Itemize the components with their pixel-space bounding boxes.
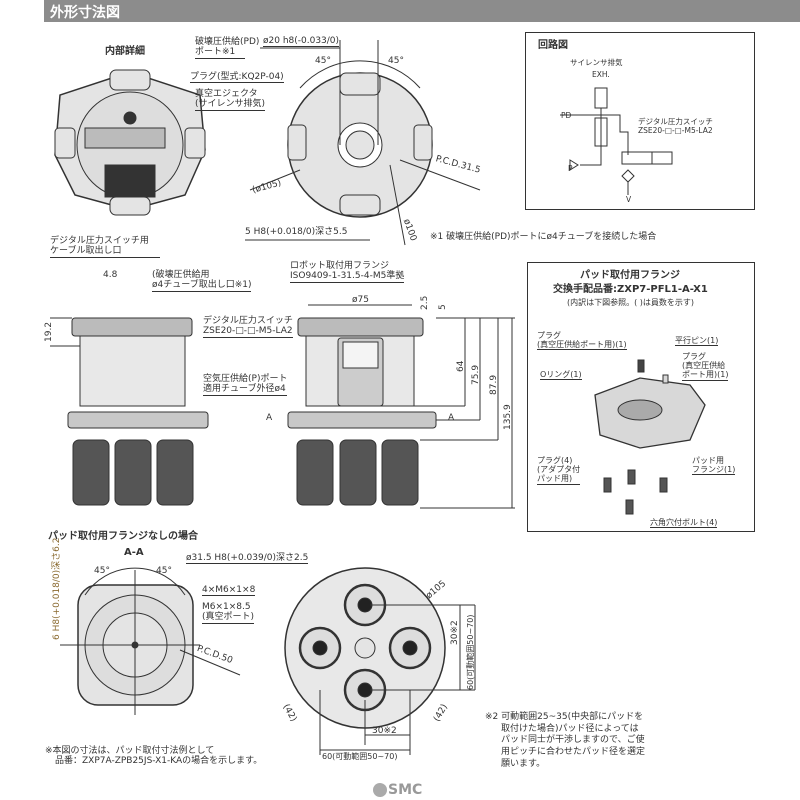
pin-hole-dimension-aa: 6 H8(+0.018/0)深さ6.2 <box>52 537 62 640</box>
angle-label: 45° <box>388 56 404 66</box>
bore-dimension: ø31.5 H8(+0.039/0)深さ2.5 <box>186 553 309 565</box>
p-port-label: 空気圧供給(P)ポート適用チューブ外径ø4 <box>203 374 288 396</box>
range-horizontal: 60(可動範囲50~70) <box>322 752 398 761</box>
pad-flange-label: パッド用フランジ(1) <box>692 456 736 476</box>
plug-vacuum-label: プラグ(真空圧供給ポート用)(1) <box>537 331 627 351</box>
ejector-label: 真空エジェクタ(サイレンサ排気) <box>195 89 266 111</box>
section-aa-label: A-A <box>124 547 144 558</box>
section-title: 外形寸法図 <box>50 5 120 21</box>
thread-label: 4×M6×1×8 <box>202 585 256 597</box>
oring-label: Oリング(1) <box>540 370 582 381</box>
note-1: ※1 破壊圧供給(PD)ポートにø4チューブを接続した場合 <box>430 232 657 242</box>
v-label: V <box>626 195 632 204</box>
angle-label: 45° <box>94 566 110 576</box>
p-label: P <box>568 164 573 173</box>
flange-kit-illustration <box>594 359 706 515</box>
plug-label: プラグ(型式:KQ2P-04) <box>190 72 284 84</box>
exh-label: EXH. <box>592 70 610 79</box>
plug-4-label: プラグ(4)(アダプタ付パッド用) <box>537 456 581 485</box>
dim-5: 5 <box>438 304 448 310</box>
smc-logo: SMC <box>388 782 423 798</box>
dim-4-8: 4.8 <box>103 270 118 280</box>
section-header: 外形寸法図 <box>44 0 800 22</box>
range-vertical: 60(可動範囲50~70) <box>466 614 475 690</box>
dim-135-9: 135.9 <box>503 404 513 430</box>
no-flange-title: パッド取付用フランジなしの場合 <box>48 531 198 542</box>
internal-detail-title: 内部詳細 <box>105 46 145 57</box>
dim-64: 64 <box>456 360 466 372</box>
flange-kit-part-number: 交換手配品番:ZXP7-PFL1-A-X1 <box>553 284 708 295</box>
dim-87-9: 87.9 <box>489 374 499 395</box>
flange-kit-note: (内訳は下図参照。( )は員数を示す) <box>567 298 695 307</box>
pin-hole-dimension: 5 H8(+0.018/0)深さ5.5 <box>245 227 348 237</box>
note-2: ※2 可動範囲25~35(中央部にパッドを取付けた場合)パッド径によってはパッド… <box>485 712 646 769</box>
plug-vacuum-label-2: プラグ(真空圧供給ポート用)(1) <box>682 352 729 381</box>
top-view <box>245 40 481 246</box>
vacuum-port-thread-label: M6×1×8.5(真空ポート) <box>202 602 255 624</box>
section-aa-view <box>60 567 241 715</box>
pd-label: PD <box>561 111 572 120</box>
dim-2-5: 2.5 <box>420 295 430 310</box>
shaft-dimension: ø20 h8(-0.033/0) <box>263 36 340 48</box>
side-view-left <box>50 317 209 506</box>
angle-label: 45° <box>315 56 331 66</box>
bolt-label: 六角穴付ボルト(4) <box>650 518 718 529</box>
internal-detail-view <box>54 69 206 216</box>
bottom-note: ※本図の寸法は、パッド取付寸法例として品番：ZXP7A-ZPB25JS-X1-K… <box>45 746 263 767</box>
smc-logo-mark <box>373 783 387 797</box>
circuit-diagram-box <box>525 32 755 210</box>
pd-port-label: 破壊圧供給(PD)ポート※1 <box>195 37 260 59</box>
pitch-vertical: 30※2 <box>450 620 460 645</box>
side-view-right <box>287 304 515 509</box>
section-marker-a: A <box>266 413 273 423</box>
flange-kit-title: パッド取付用フランジ <box>580 270 680 281</box>
circuit-title: 回路図 <box>538 40 568 51</box>
silencer-label: サイレンサ排気 <box>570 58 623 67</box>
dim-19-2: 19.2 <box>44 321 54 342</box>
dim-75-9: 75.9 <box>471 364 481 385</box>
pad-layout-view <box>284 567 476 755</box>
circuit-symbols <box>560 87 673 195</box>
section-marker-a: A <box>448 413 455 423</box>
flange-kit-box <box>527 262 755 532</box>
angle-label: 45° <box>156 566 172 576</box>
dia-75: ø75 <box>352 295 369 305</box>
pitch-horizontal: 30※2 <box>372 726 397 736</box>
parallel-pin-label: 平行ピン(1) <box>675 336 719 347</box>
cable-port-label: デジタル圧力スイッチ用ケーブル取出し口 <box>50 236 160 258</box>
